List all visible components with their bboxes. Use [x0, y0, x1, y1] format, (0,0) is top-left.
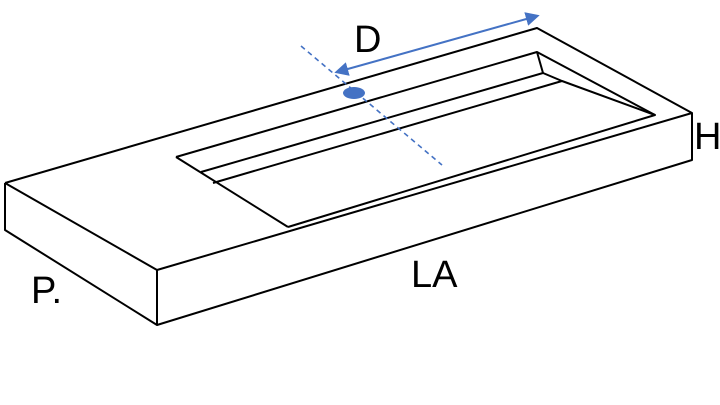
slab-front-face [156, 113, 693, 326]
label-p: P. [31, 270, 62, 312]
slab-outline [4, 27, 693, 326]
basin-inner-ledge [200, 72, 563, 184]
basin-slope [561, 80, 656, 116]
depth-dimension-arrow [334, 12, 540, 76]
slab-top-face [4, 27, 693, 271]
basin-rim-left [175, 156, 289, 228]
label-h: H [694, 116, 720, 158]
basin-recess [175, 51, 656, 228]
drain-hole [343, 87, 365, 99]
label-la: LA [411, 254, 458, 296]
slab-left-face [4, 183, 158, 326]
label-d: D [354, 19, 381, 61]
basin-rim [175, 51, 656, 228]
drain-axis-dashed-line [300, 45, 443, 166]
